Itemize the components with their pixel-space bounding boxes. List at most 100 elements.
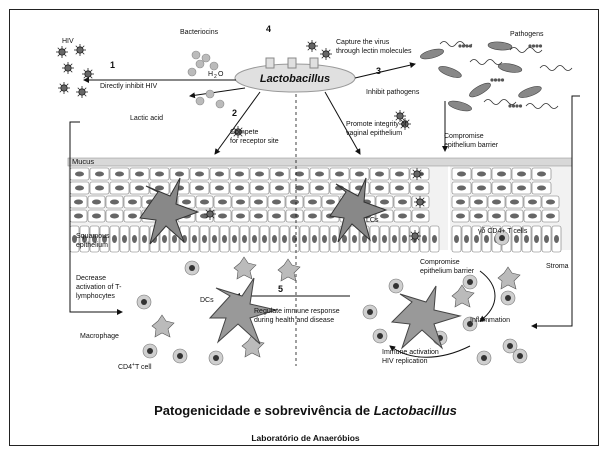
label-regulate-2: during health and disease — [254, 317, 334, 324]
label-compromise-low-2: epithelium barrier — [420, 268, 475, 275]
label-squamous-2: epithelium — [76, 242, 108, 249]
hiv-particle — [76, 86, 88, 98]
label-immune-2: HIV replication — [382, 358, 428, 365]
hiv-particle — [411, 168, 423, 180]
spirochete — [526, 104, 558, 109]
label-stroma: Stroma — [546, 263, 569, 270]
rod-bacterium — [437, 64, 462, 80]
hiv-particle — [62, 62, 74, 74]
rod-bacterium — [468, 81, 493, 100]
label-hiv: HIV — [62, 38, 74, 45]
hiv-particle — [204, 208, 216, 220]
immune-cell — [463, 275, 477, 289]
label-capture-2: through lectin molecules — [336, 48, 412, 55]
label-compromise-top-2: epithelium barrier — [444, 142, 499, 149]
lactobacillus-mechanism-diagram: Lactobacillus — [40, 6, 580, 376]
hiv-particle — [414, 196, 426, 208]
spirochete — [470, 60, 502, 65]
label-decrease-3: lymphocytes — [76, 293, 115, 300]
slide-title: Patogenicidade e sobrevivência de Lactob… — [0, 403, 611, 418]
rod-bacterium — [447, 99, 472, 113]
label-gd-cells: γδ CD4+ T cells — [478, 228, 528, 235]
lactic-acid-dots — [196, 90, 224, 108]
rod-bacterium — [488, 41, 513, 51]
label-decrease-1: Decrease — [76, 275, 106, 282]
hub-label: Lactobacillus — [260, 73, 330, 85]
rod-bacterium — [517, 84, 542, 100]
slide-subtitle: Laboratório de Anaeróbios — [0, 433, 611, 443]
immune-cell — [513, 349, 527, 363]
arrow-inhibit-pathogens — [355, 64, 415, 78]
label-h2o2-main: H — [208, 71, 213, 78]
mechanism-number-3: 3 — [376, 66, 381, 76]
coccus-cluster — [528, 44, 542, 47]
arrow-lactic-acid — [190, 88, 245, 96]
rod-bacterium — [419, 47, 444, 61]
small-dendritic-cell — [498, 267, 520, 289]
immune-cell — [209, 351, 223, 365]
label-decrease-2: activation of T- — [76, 284, 122, 291]
coccus-cluster — [508, 104, 522, 107]
label-inhibit-pathogens: Inhibit pathogens — [366, 89, 420, 96]
dendritic-cell-immune — [392, 286, 460, 348]
mechanism-number-1: 1 — [110, 60, 115, 70]
slide-title-organism: Lactobacillus — [374, 403, 457, 418]
immune-cell — [143, 344, 157, 358]
label-bacteriocins: Bacteriocins — [180, 29, 219, 36]
label-cd4-t-cell: CD4+T cell — [118, 362, 152, 371]
small-dendritic-cell — [152, 315, 174, 337]
label-regulate-1: Regulate immune response — [254, 308, 340, 315]
immune-cell — [477, 351, 491, 365]
label-directly-inhibit: Directly inhibit HIV — [100, 83, 158, 90]
label-promote-2: vaginal epithelium — [346, 130, 402, 137]
label-lactic-acid: Lactic acid — [130, 115, 163, 122]
label-compromise-top-1: Compromise — [444, 133, 484, 140]
label-squamous-1: Squamous — [76, 233, 110, 240]
immune-cell — [173, 349, 187, 363]
hiv-particle — [306, 40, 318, 52]
mechanism-number-4: 4 — [266, 24, 271, 34]
lectin-receptors — [266, 58, 318, 68]
immune-cell — [389, 279, 403, 293]
label-pathogens: Pathogens — [510, 31, 544, 38]
hiv-particle — [82, 68, 94, 80]
spirochete — [484, 100, 516, 105]
label-macrophage: Macrophage — [80, 333, 119, 340]
label-compete-2: for receptor site — [230, 138, 279, 145]
small-dendritic-cell — [278, 259, 300, 281]
immune-cell — [501, 291, 515, 305]
label-immune-1: Immune activation — [382, 349, 439, 356]
hiv-particle — [320, 48, 332, 60]
label-mucus: Mucus — [72, 157, 94, 166]
label-lcs: LCs — [366, 217, 379, 224]
mechanism-number-5: 5 — [278, 284, 283, 294]
stroma-epithelium-tissue — [450, 158, 572, 252]
coccus-cluster — [490, 78, 504, 81]
mucus-layer — [68, 158, 572, 166]
rod-bacterium — [497, 62, 522, 74]
immune-cell — [373, 329, 387, 343]
label-dcs: DCs — [200, 297, 214, 304]
immune-cell — [185, 261, 199, 275]
small-dendritic-cell — [234, 257, 256, 279]
spirochete — [510, 48, 542, 53]
squamous-epithelium-tissue — [68, 158, 448, 252]
hiv-particle — [74, 44, 86, 56]
label-promote-1: Promote integrity of — [346, 121, 407, 128]
pathogen-cluster — [419, 41, 572, 113]
label-compromise-low-1: Compromise — [420, 259, 460, 266]
arrow-inflammation-cycle — [480, 271, 495, 321]
mechanism-number-2: 2 — [232, 108, 237, 118]
label-compete-1: Compete — [230, 129, 259, 136]
immune-cell — [137, 295, 151, 309]
hiv-particle — [56, 46, 68, 58]
spirochete — [540, 66, 572, 71]
bacteriocin-dots — [188, 51, 218, 76]
hiv-particle — [58, 82, 70, 94]
slide-title-prefix: Patogenicidade e sobrevivência de — [154, 403, 374, 418]
label-h2o2-o: O — [218, 71, 224, 78]
hiv-particle — [409, 230, 421, 242]
label-capture-1: Capture the virus — [336, 39, 390, 46]
label-inflammation: Inflammation — [470, 317, 510, 324]
label-h2o2-sub: 2 — [214, 74, 217, 80]
